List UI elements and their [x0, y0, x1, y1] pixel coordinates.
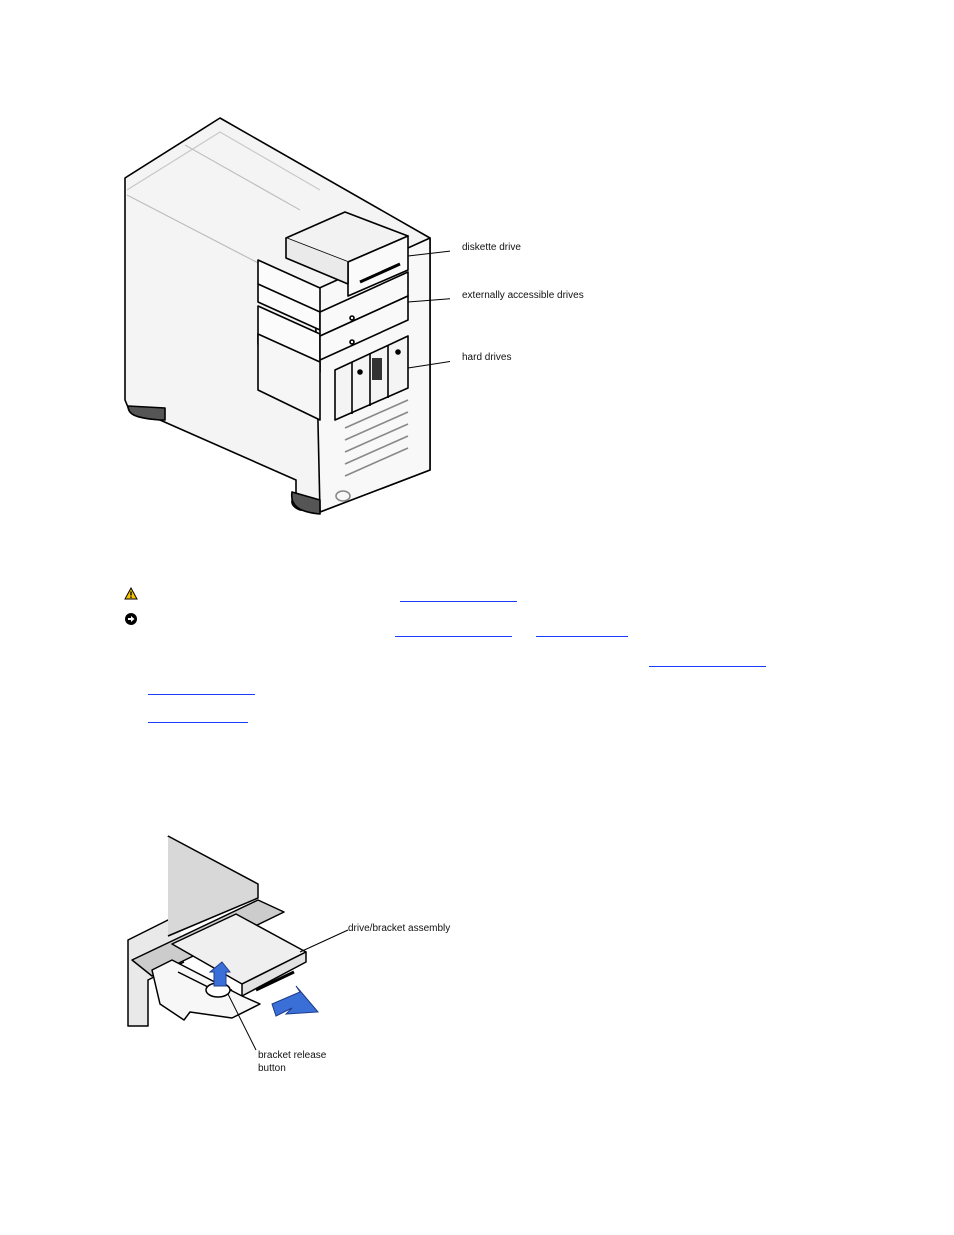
computer-drive-bays-illustration [124, 117, 450, 515]
drive-bracket-removal-illustration [127, 835, 349, 1051]
list-link-1[interactable] [148, 694, 255, 695]
step-link[interactable] [649, 666, 766, 667]
callout-drive-bracket-assembly: drive/bracket assembly [348, 923, 451, 934]
caution-link[interactable] [400, 601, 517, 602]
notice-link-1[interactable] [395, 636, 512, 637]
callout-bracket-release-line1: bracket release [258, 1050, 327, 1061]
notice-link-2[interactable] [536, 636, 628, 637]
callout-bracket-release-line2: button [258, 1063, 286, 1074]
caution-icon [124, 587, 138, 600]
callout-externally-accessible-drives: externally accessible drives [462, 290, 584, 301]
callout-diskette-drive: diskette drive [462, 242, 521, 253]
callout-hard-drives: hard drives [462, 352, 512, 363]
list-link-2[interactable] [148, 722, 248, 723]
notice-icon [125, 613, 137, 625]
